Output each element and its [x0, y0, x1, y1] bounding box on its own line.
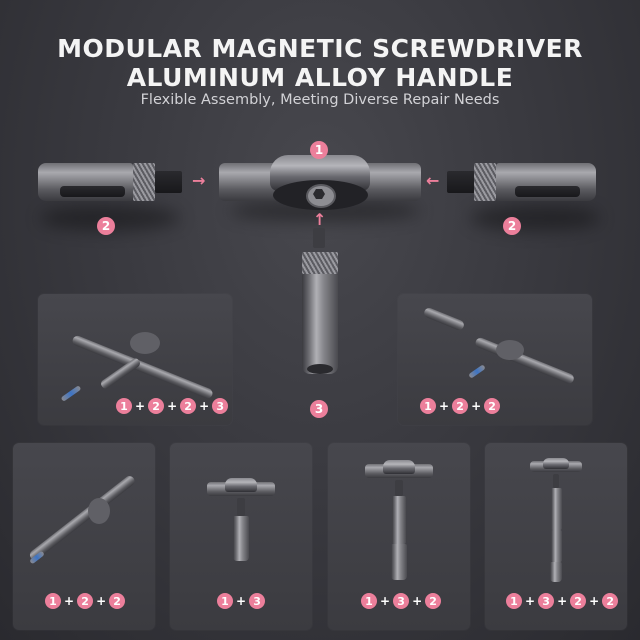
part-number-badge: 2	[148, 398, 165, 414]
plus-sign: +	[96, 594, 107, 608]
part-number-badge: 2	[503, 217, 521, 235]
config-card-3: 1+ 2+ 2	[13, 443, 155, 630]
part-number-badge: 1	[420, 398, 436, 414]
hex-hole	[313, 189, 325, 199]
config-card-1: 1+ 2+ 2+ 3	[38, 294, 232, 425]
handle-hub	[130, 332, 160, 354]
hex-connector	[447, 171, 475, 193]
knurl-ring	[474, 163, 496, 201]
config-card-2: 1+ 2+ 2	[398, 294, 592, 425]
combo-badges: 1+ 3+ 2	[361, 593, 442, 609]
handle-hub	[383, 460, 415, 474]
part-number-badge: 2	[484, 398, 501, 414]
part-number-badge: 1	[116, 398, 132, 414]
handle-hub	[225, 478, 257, 492]
shaft	[313, 228, 325, 248]
part-number-badge: 2	[109, 593, 126, 609]
part-number-badge: 1	[506, 593, 522, 609]
plus-sign: +	[135, 399, 146, 413]
combo-badges: 1+ 2+ 2+ 3	[116, 398, 229, 414]
extension	[551, 488, 562, 530]
part-number-badge: 2	[97, 217, 115, 235]
handle-bar	[474, 336, 576, 385]
part-number-badge: 2	[452, 398, 469, 414]
handle-bar	[27, 474, 137, 562]
shaft	[237, 498, 245, 516]
combo-badges: 1+ 2+ 2	[45, 593, 126, 609]
shaft	[395, 480, 403, 496]
hex-connector	[155, 171, 182, 193]
plus-sign: +	[525, 594, 536, 608]
title-line-2: ALUMINUM ALLOY HANDLE	[126, 63, 514, 92]
badge-extension-left: 2	[97, 215, 115, 235]
part-number-badge: 1	[361, 593, 377, 609]
title-line-1: MODULAR MAGNETIC SCREWDRIVER	[57, 34, 583, 63]
plus-sign: +	[64, 594, 75, 608]
config-card-5: 1+ 3+ 2	[328, 443, 470, 630]
extension	[392, 496, 406, 544]
part-number-badge: 2	[77, 593, 94, 609]
part-number-badge: 1	[45, 593, 61, 609]
extension-slot	[60, 186, 125, 197]
extension-slot	[515, 186, 580, 197]
plus-sign: +	[199, 399, 210, 413]
plus-sign: +	[167, 399, 178, 413]
arrow-right-icon: →	[192, 171, 206, 190]
config-card-6: 1+ 3+ 2+ 2	[485, 443, 627, 630]
part-number-badge: 3	[310, 400, 328, 418]
plus-sign: +	[236, 594, 247, 608]
extension-tube	[302, 274, 338, 374]
extension	[551, 530, 562, 562]
combo-badges: 1+ 2+ 2	[420, 398, 501, 414]
plus-sign: +	[439, 399, 450, 413]
extension	[233, 516, 249, 561]
subtitle: Flexible Assembly, Meeting Diverse Repai…	[140, 92, 500, 108]
part-number-badge: 1	[217, 593, 233, 609]
badge-handle: 1	[310, 139, 328, 159]
part-number-badge: 2	[602, 593, 619, 609]
shaft	[553, 474, 559, 488]
socket-end	[307, 364, 333, 374]
shadow	[470, 205, 600, 231]
part-number-badge: 2	[425, 593, 442, 609]
shadow	[230, 200, 420, 222]
knurl-ring	[133, 163, 155, 201]
config-card-4: 1+ 3	[170, 443, 312, 630]
part-number-badge: 2	[570, 593, 587, 609]
part-number-badge: 3	[393, 593, 410, 609]
extension	[550, 562, 562, 582]
plus-sign: +	[589, 594, 600, 608]
screwdriver-bit	[468, 364, 486, 379]
badge-extension-bottom: 3	[310, 398, 328, 418]
plus-sign: +	[380, 594, 391, 608]
handle-hub	[543, 458, 569, 469]
handle-hub	[496, 340, 524, 360]
arrow-left-icon: ←	[426, 171, 440, 190]
extension	[422, 306, 466, 332]
knurl-ring	[302, 252, 338, 274]
part-number-badge: 1	[310, 141, 328, 159]
screwdriver-bit	[60, 385, 82, 402]
part-number-badge: 3	[249, 593, 266, 609]
part-number-badge: 3	[212, 398, 229, 414]
badge-extension-right: 2	[503, 215, 521, 235]
arrow-up-icon: ↑	[313, 210, 327, 229]
part-number-badge: 3	[538, 593, 555, 609]
handle-hub	[88, 498, 110, 524]
part-number-badge: 2	[180, 398, 197, 414]
plus-sign: +	[557, 594, 568, 608]
plus-sign: +	[412, 594, 423, 608]
combo-badges: 1+ 3	[217, 593, 266, 609]
extension	[391, 544, 407, 580]
plus-sign: +	[471, 399, 482, 413]
combo-badges: 1+ 3+ 2+ 2	[506, 593, 619, 609]
